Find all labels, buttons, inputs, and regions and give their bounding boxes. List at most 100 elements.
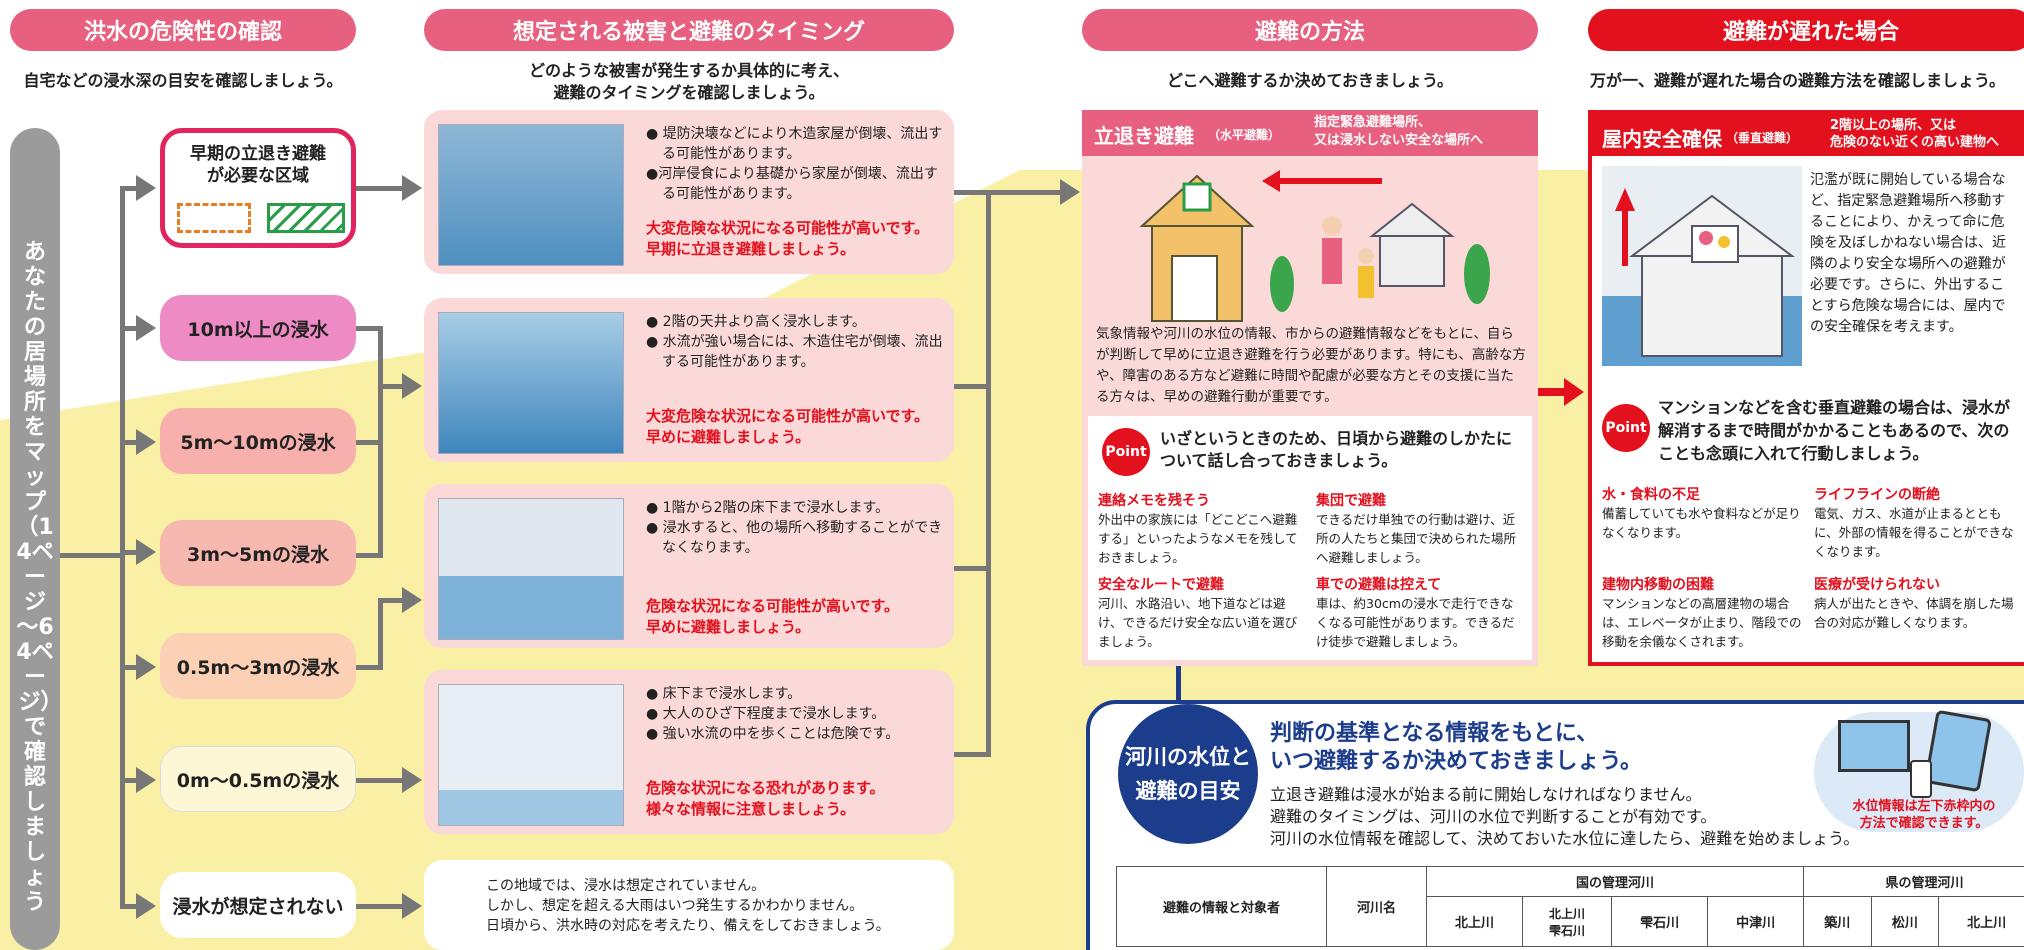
connector xyxy=(120,440,140,445)
vertical-evacuation-point-text: マンションなどを含む垂直避難の場合は、浸水が解消するまで時間がかかることもあるの… xyxy=(1658,398,2011,463)
arrow-icon xyxy=(136,175,156,201)
connector xyxy=(378,326,383,558)
red-arrow-icon xyxy=(1538,388,1568,396)
connector xyxy=(378,598,383,670)
arrow-icon xyxy=(136,654,156,680)
level-05-3m: 0.5m～3mの浸水 xyxy=(160,633,356,699)
connector xyxy=(120,665,140,670)
arrow-icon xyxy=(402,893,422,919)
section-subtitle-late: 万が一、避難が遅れた場合の避難方法を確認しましょう。 xyxy=(1590,71,2006,90)
level-early-evacuation: 早期の立退き避難が必要な区域 xyxy=(160,128,356,248)
flood-illustration xyxy=(438,312,624,454)
arrow-icon xyxy=(402,587,422,613)
vertical-evacuation-body: 氾濫が既に開始している場合など、指定緊急避難場所へ移動することにより、かえって命… xyxy=(1810,172,2006,335)
damage-panel-1: ● 堤防決壊などにより木造家屋が倒壊、流出する可能性があります。●河岸侵食により… xyxy=(424,110,954,274)
section-header-risk: 洪水の危険性の確認 xyxy=(10,9,356,51)
connector xyxy=(986,190,1060,195)
arrow-icon xyxy=(136,429,156,455)
river-badge: 河川の水位と避難の目安 xyxy=(1118,704,1258,844)
vertical-evacuation-panel: 屋内安全確保 （垂直避難） 2階以上の場所、又は危険のない近くの高い建物へ 氾濫… xyxy=(1588,110,2024,666)
connector xyxy=(378,384,406,389)
flood-illustration xyxy=(438,498,624,640)
section-subtitle-method: どこへ避難するか決めておきましょう。 xyxy=(1166,71,1454,90)
arrow-icon xyxy=(136,315,156,341)
level-not-expected: 浸水が想定されない xyxy=(160,872,356,938)
connector xyxy=(986,190,991,757)
section-subtitle-damage: どのような被害が発生するか具体的に考え、避難のタイミングを確認しましょう。 xyxy=(528,61,849,102)
connector xyxy=(356,553,382,558)
arrow-icon xyxy=(402,767,422,793)
horizontal-evacuation-body: 気象情報や河川の水位の情報、市からの避難情報などをもとに、自らが判断して早めに立… xyxy=(1096,326,1526,405)
connector-trunk xyxy=(60,553,124,558)
national-rivers-header: 国の管理河川 xyxy=(1425,866,1805,897)
connector xyxy=(120,326,140,331)
arrow-icon xyxy=(402,175,422,201)
section-header-method: 避難の方法 xyxy=(1082,9,1538,51)
level-0-05m: 0m～0.5mの浸水 xyxy=(160,746,356,812)
section-header-damage: 想定される被害と避難のタイミング xyxy=(424,9,954,51)
river-heading: 判断の基準となる情報をもとに、いつ避難するか決めておきましょう。 xyxy=(1270,721,1643,774)
connector xyxy=(356,186,406,191)
connector xyxy=(954,190,990,195)
damage-panel-4: ● 床下まで浸水します。● 大人のひざ下程度まで浸水します。● 強い水流の中を歩… xyxy=(424,670,954,834)
connector xyxy=(356,904,406,909)
horizontal-evacuation-point-box: Point いざというときのため、日頃から避難のしかたについて話し合っておきまし… xyxy=(1088,416,1532,660)
connector xyxy=(356,326,382,331)
connector xyxy=(120,550,140,555)
river-cell: 北上川 雫石川 xyxy=(1521,896,1613,947)
monitor-icon xyxy=(1838,720,1910,772)
river-cell: 北上川 xyxy=(1426,896,1523,947)
connector xyxy=(120,186,140,191)
connector-vertical xyxy=(120,186,125,908)
river-table: 避難の情報と対象者 河川名 国の管理河川 県の管理河川 北上川 北上川 雫石川 … xyxy=(1116,866,2024,947)
row-header: 避難の情報と対象者 xyxy=(1116,866,1327,947)
arrow-icon xyxy=(136,893,156,919)
river-cell: 北上川 xyxy=(1938,896,2024,947)
damage-panel-3: ● 1階から2階の床下まで浸水します。● 浸水すると、他の場所へ移動することがで… xyxy=(424,484,954,648)
river-level-panel: 河川の水位と避難の目安 判断の基準となる情報をもとに、いつ避難するか決めておきま… xyxy=(1086,700,2024,950)
connector xyxy=(356,665,382,670)
arrow-icon xyxy=(1060,179,1080,205)
river-name-header: 河川名 xyxy=(1326,866,1427,947)
connector xyxy=(1176,666,1181,706)
connector xyxy=(120,904,140,909)
connector xyxy=(954,384,990,389)
level-5-10m: 5m～10mの浸水 xyxy=(160,408,356,474)
damage-panel-2: ● 2階の天井より高く浸水します。● 水流が強い場合には、木造住宅が倒壊、流出す… xyxy=(424,298,954,462)
river-body: 立退き避難は浸水が始まる前に開始しなければなりません。避難のタイミングは、河川の… xyxy=(1270,785,1860,848)
hatched-zone-icon xyxy=(267,203,345,233)
vertical-label-text: あなたの居場所をマップ（14ページ～64ページ）で確認しましょう xyxy=(16,240,54,915)
connector xyxy=(378,598,406,603)
river-cell: 松川 xyxy=(1870,896,1940,947)
section-subtitle-risk: 自宅などの浸水深の目安を確認しましょう。 xyxy=(23,71,343,90)
connector xyxy=(954,752,990,757)
flood-illustration xyxy=(438,124,624,266)
river-cell: 雫石川 xyxy=(1611,896,1709,947)
damage-panel-5: この地域では、浸水は想定されていません。しかし、想定を超える大雨はいつ発生するか… xyxy=(424,860,954,950)
section-header-late: 避難が遅れた場合 xyxy=(1588,9,2024,51)
evacuation-illustration xyxy=(1122,166,1502,326)
level-10m-plus: 10m以上の浸水 xyxy=(160,295,356,361)
red-arrow-head-icon xyxy=(1564,378,1584,406)
phone-icon xyxy=(1910,760,1932,798)
indoor-illustration xyxy=(1602,166,1802,366)
vertical-evacuation-header: 屋内安全確保 （垂直避難） 2階以上の場所、又は危険のない近くの高い建物へ xyxy=(1592,114,2024,156)
arrow-icon xyxy=(136,539,156,565)
vertical-label-bar xyxy=(10,128,60,950)
dashed-zone-icon xyxy=(177,203,251,233)
horizontal-evacuation-header: 立退き避難 （水平避難） 指定緊急避難場所、又は浸水しない安全な場所へ xyxy=(1082,110,1538,156)
point-badge: Point xyxy=(1102,428,1150,476)
connector xyxy=(120,778,140,783)
arrow-icon xyxy=(136,767,156,793)
device-illustration: 水位情報は左下赤枠内の方法で確認できます。 xyxy=(1814,709,2024,832)
flood-illustration xyxy=(438,684,624,826)
prefectural-rivers-header: 県の管理河川 xyxy=(1803,866,2024,897)
level-3-5m: 3m～5mの浸水 xyxy=(160,520,356,586)
river-table-wrap: 避難の情報と対象者 河川名 国の管理河川 県の管理河川 北上川 北上川 雫石川 … xyxy=(1116,866,2024,947)
arrow-icon xyxy=(402,373,422,399)
connector xyxy=(356,440,382,445)
connector xyxy=(356,778,406,783)
connector xyxy=(954,566,990,571)
point-badge: Point xyxy=(1602,404,1650,452)
river-cell: 中津川 xyxy=(1707,896,1805,947)
